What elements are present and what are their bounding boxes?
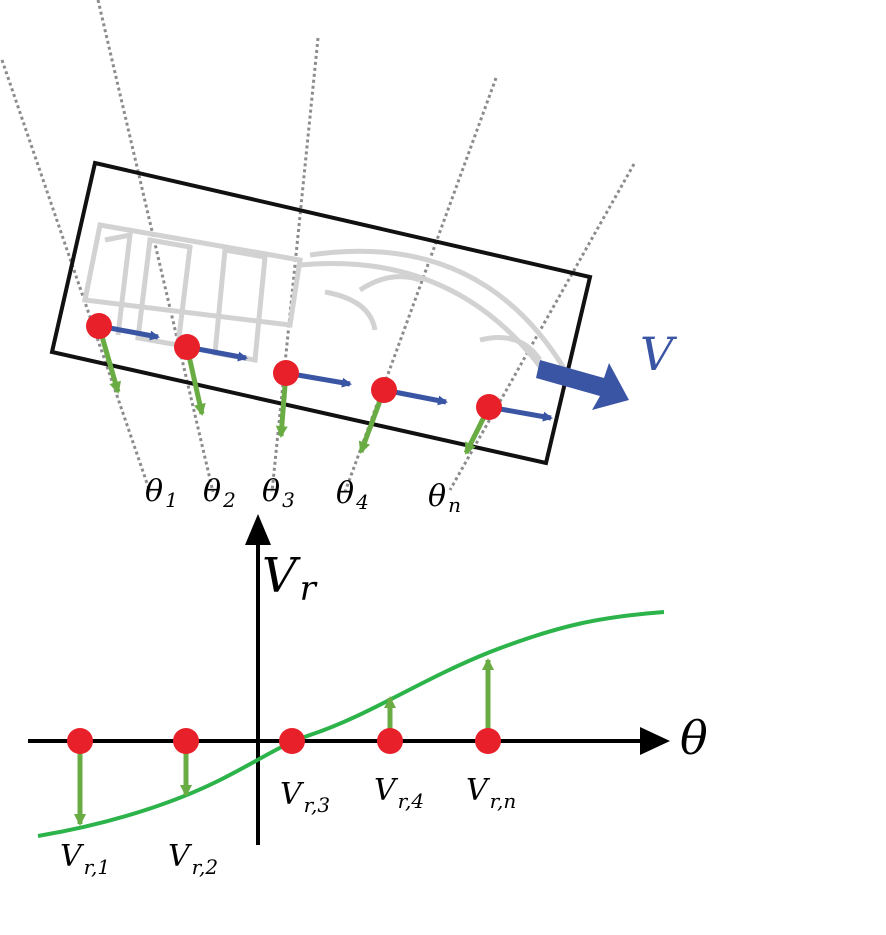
body-points bbox=[86, 313, 502, 420]
body-point-4 bbox=[371, 377, 397, 403]
y-axis-arrowhead bbox=[245, 514, 271, 545]
axes bbox=[28, 514, 670, 845]
watermark-logo bbox=[82, 222, 568, 382]
plot-point-4 bbox=[377, 728, 403, 754]
plot-point-1 bbox=[67, 728, 93, 754]
body-point-3 bbox=[273, 360, 299, 386]
y-axis-label: Vr bbox=[262, 548, 318, 609]
plot-points bbox=[67, 728, 501, 754]
plot-point-3 bbox=[279, 728, 305, 754]
x-axis-arrowhead bbox=[640, 727, 670, 755]
line-of-sight-rays bbox=[0, 0, 636, 493]
body-point-2 bbox=[174, 334, 200, 360]
body-point-1 bbox=[86, 313, 112, 339]
x-axis-label: θ bbox=[680, 711, 708, 765]
ray-2 bbox=[96, 0, 215, 493]
vehicle-velocity-arrow bbox=[536, 360, 629, 410]
body-point-n bbox=[476, 394, 502, 420]
vehicle-outline bbox=[49, 160, 593, 466]
radial-velocity-curve bbox=[37, 610, 665, 838]
vehicle-velocity-label: V bbox=[640, 327, 678, 381]
ray-n bbox=[448, 163, 636, 491]
body-radial-arrows bbox=[96, 325, 492, 455]
ray-3 bbox=[270, 37, 320, 493]
plot-point-2 bbox=[173, 728, 199, 754]
plot-point-n bbox=[475, 728, 501, 754]
ray-1 bbox=[0, 59, 152, 493]
